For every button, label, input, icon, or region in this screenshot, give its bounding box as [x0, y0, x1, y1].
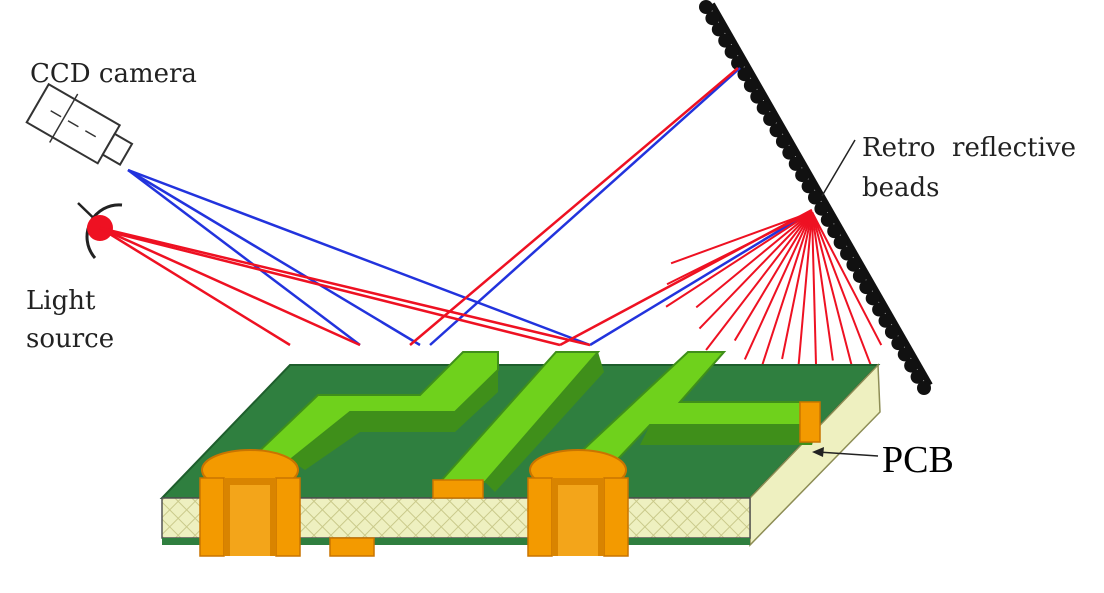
retro-bead: [884, 324, 899, 339]
retro-bead: [872, 302, 887, 317]
retro-bead: [859, 280, 874, 295]
retro-label-line2: beads: [862, 173, 940, 203]
retro-bead: [718, 33, 733, 48]
retro-bead: [782, 145, 797, 160]
light-source-label-line1: Light: [26, 286, 96, 316]
retro-reflective-bead-strip: [699, 0, 933, 395]
retro-bead: [731, 56, 746, 71]
reflected-ray: [695, 211, 813, 309]
reflected-ray: [796, 211, 813, 374]
pad-right-edge: [799, 401, 821, 443]
retro-bead: [743, 78, 758, 93]
reflected-ray: [811, 211, 818, 386]
retro-bead: [891, 336, 906, 351]
pcb-arrow: [812, 447, 879, 457]
retro-bead: [775, 134, 790, 149]
reflected-ray: [811, 211, 854, 370]
retro-bead: [814, 201, 829, 216]
reflected-ray: [665, 211, 813, 308]
retro-bead: [820, 212, 835, 227]
retro-bead: [724, 44, 739, 59]
camera-label: CCD camera: [30, 59, 197, 89]
retro-bead: [711, 22, 726, 37]
pcb-label: PCB: [882, 439, 954, 481]
retro-bead: [801, 179, 816, 194]
red-light-beams: [99, 67, 813, 347]
retro-bead: [795, 168, 810, 183]
retro-bead: [788, 156, 803, 171]
retro-bead: [750, 89, 765, 104]
blue-camera-beams: [127, 67, 811, 347]
retro-bead: [699, 0, 713, 14]
retro-bead: [833, 235, 848, 250]
reflected-ray: [698, 211, 813, 330]
retro-bead: [910, 369, 925, 384]
reflected-ray: [811, 211, 883, 346]
light-source-label-line2: source: [26, 324, 115, 354]
retro-bead: [769, 123, 784, 138]
pcb-board: [159, 351, 881, 557]
via-right: [527, 449, 629, 557]
retro-bead: [865, 291, 880, 306]
pad-middle-top: [432, 479, 484, 499]
reflected-ray: [811, 211, 834, 361]
retro-bead: [904, 358, 919, 373]
ccd-camera-icon: [25, 82, 134, 167]
reflected-ray: [733, 211, 813, 342]
retro-bead: [840, 246, 855, 261]
copper-traces: [247, 351, 819, 492]
retro-bead: [917, 381, 931, 395]
beads-group: [699, 0, 931, 395]
retro-label-line1: Retro reflective: [862, 133, 1076, 163]
reflected-beam-fan: [665, 211, 883, 386]
reflected-ray: [781, 211, 813, 360]
retro-bead: [763, 112, 778, 127]
reflected-ray: [666, 211, 813, 286]
retro-bead: [846, 257, 861, 272]
retro-bead: [897, 347, 912, 362]
retro-bead: [878, 313, 893, 328]
retro-bead: [808, 190, 822, 205]
reflected-ray: [811, 211, 876, 375]
reflected-ray: [670, 211, 813, 265]
pad-middle-bottom: [329, 537, 375, 557]
retro-bead: [827, 224, 842, 239]
retro-bead: [852, 268, 867, 283]
reflected-ray: [743, 211, 813, 360]
via-left: [199, 449, 301, 557]
reflected-ray: [705, 211, 813, 351]
retro-bead: [705, 11, 720, 26]
retro-bead: [756, 100, 771, 115]
retro-leader-line: [821, 139, 856, 197]
retro-bead: [737, 67, 752, 82]
reflected-ray: [757, 211, 813, 378]
